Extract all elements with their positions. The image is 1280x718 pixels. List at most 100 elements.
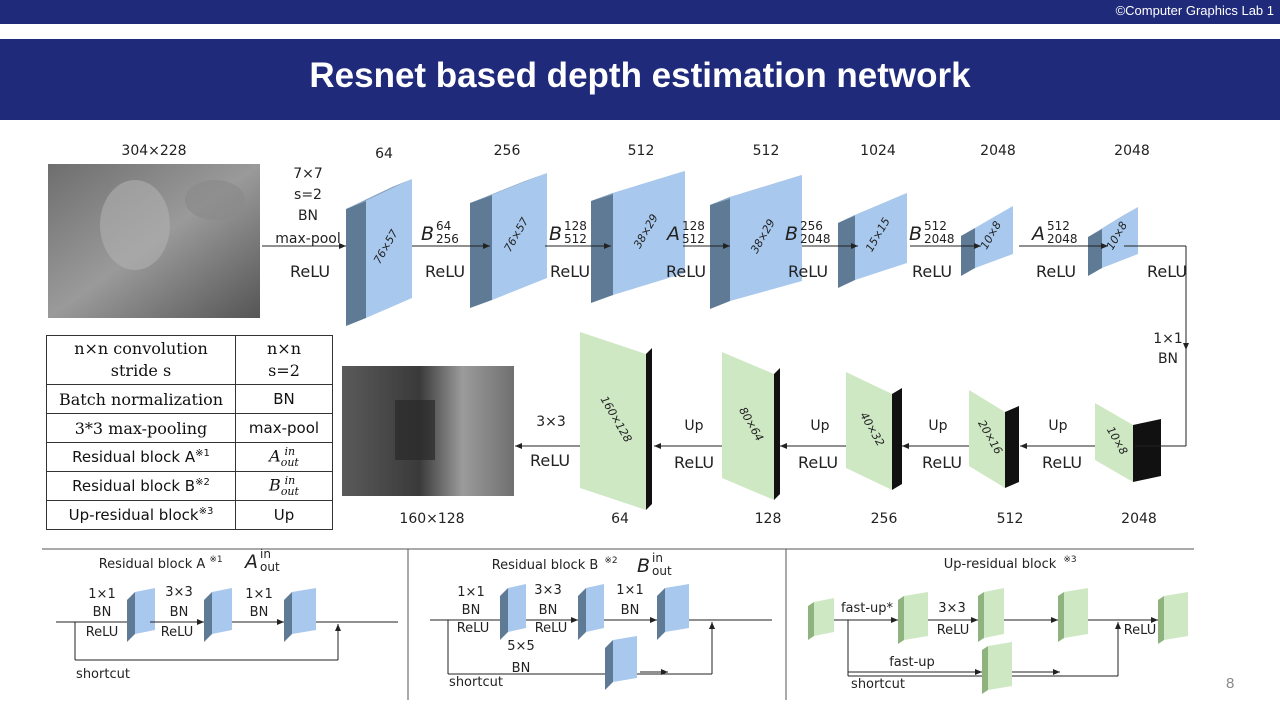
op-label: BN — [170, 605, 189, 620]
relu-label: ReLU — [674, 453, 714, 472]
legend-key: 3*3 max-pooling — [46, 413, 236, 443]
encoder-channel-label: 512 — [628, 143, 655, 159]
legend-symbol: A — [269, 446, 281, 466]
panel-up-block — [904, 592, 928, 640]
shortcut-label: shortcut — [449, 675, 503, 690]
panel-up-title: Up-residual block — [944, 557, 1057, 572]
encoder-block-side — [470, 195, 492, 308]
encoder-block — [730, 175, 802, 301]
block-letter: A — [665, 223, 680, 245]
encoder-block-side — [961, 228, 975, 276]
block-sub: out — [260, 560, 280, 574]
legend-mark: ※1 — [195, 448, 210, 459]
decoder-channel-label: 2048 — [1121, 511, 1157, 527]
panel-a-title: Residual block A — [99, 557, 206, 572]
decoder-channel-label: 256 — [871, 511, 898, 527]
relu-label: ReLU — [666, 262, 706, 281]
block-letter: B — [785, 223, 798, 245]
decoder-block-side — [774, 368, 780, 500]
top-bar: ©Computer Graphics Lab 1 — [0, 0, 1280, 24]
op-label: BN — [512, 661, 531, 676]
panel-up-block — [988, 642, 1012, 690]
encoder-block-top — [961, 206, 1013, 236]
block-sup: 128 — [682, 219, 705, 233]
first-op-stride: s=2 — [294, 187, 322, 203]
panel-b-block — [613, 636, 637, 682]
relu-label: ReLU — [1042, 453, 1082, 472]
bridge-bn-label: BN — [1158, 351, 1178, 367]
encoder-block-side — [591, 193, 613, 303]
panel-up-mark: ※3 — [1063, 555, 1076, 565]
relu-label: ReLU — [912, 262, 952, 281]
relu-label: ReLU — [922, 453, 962, 472]
decoder-block — [1095, 403, 1133, 482]
legend-sup: in — [284, 474, 296, 487]
panel-a-block-side — [284, 592, 292, 642]
encoder-block-side — [710, 197, 730, 309]
encoder-channel-label: 1024 — [860, 143, 896, 159]
block-sub: 512 — [682, 232, 705, 246]
decoder-channel-label: 64 — [611, 511, 629, 527]
panel-a-block — [212, 588, 232, 634]
encoder-block-side — [1088, 229, 1102, 276]
encoder-channel-label: 256 — [494, 143, 521, 159]
first-op-kernel: 7×7 — [293, 166, 323, 182]
panel-up-block — [814, 598, 834, 636]
op-label: fast-up — [889, 655, 935, 670]
first-op-bn: BN — [298, 208, 318, 224]
panel-b-title: Residual block B — [492, 558, 599, 573]
panel-a-block — [292, 588, 316, 634]
op-label: 1×1 — [457, 585, 484, 600]
op-label: BN — [621, 603, 640, 618]
op-label: 1×1 — [88, 587, 115, 602]
panel-up-block-side — [1058, 592, 1064, 642]
op-label: ReLU — [937, 623, 970, 638]
legend-value: s=2 — [268, 361, 300, 380]
block-sup: in — [652, 551, 663, 565]
block-sub: out — [652, 564, 672, 578]
panel-b-block-side — [657, 588, 665, 640]
encoder-block-top — [470, 173, 547, 203]
block-sup: 256 — [800, 219, 823, 233]
legend-key: Up-residual block — [68, 506, 199, 524]
encoder-block-top — [346, 179, 412, 209]
legend-key: Residual block B — [72, 477, 196, 495]
relu-label: ReLU — [798, 453, 838, 472]
encoder-channel-label: 2048 — [1114, 143, 1150, 159]
block-sup: in — [260, 547, 271, 561]
block-sub: 256 — [436, 232, 459, 246]
legend-sub: out — [280, 485, 299, 498]
encoder-block — [975, 206, 1013, 268]
final-relu-label: ReLU — [530, 451, 570, 470]
op-label: BN — [462, 603, 481, 618]
input-image — [48, 164, 260, 318]
legend-key: n×n convolution — [74, 339, 208, 358]
op-label: 1×1 — [245, 587, 272, 602]
encoder-block — [492, 173, 547, 300]
legend-symbol: B — [269, 475, 281, 495]
legend-mark: ※2 — [195, 477, 210, 488]
op-label: 3×3 — [938, 601, 965, 616]
encoder-block — [366, 179, 412, 318]
op-label: ReLU — [161, 625, 194, 640]
panel-a-block-side — [204, 592, 212, 642]
panel-up-block-side — [1158, 596, 1164, 644]
op-label: ReLU — [457, 621, 490, 636]
block-sub: 2048 — [800, 232, 831, 246]
panel-up-block — [984, 588, 1004, 638]
copyright-text: ©Computer Graphics Lab 1 — [1115, 3, 1274, 18]
panel-b-block-side — [578, 588, 586, 640]
decoder-block-side — [1005, 406, 1019, 488]
